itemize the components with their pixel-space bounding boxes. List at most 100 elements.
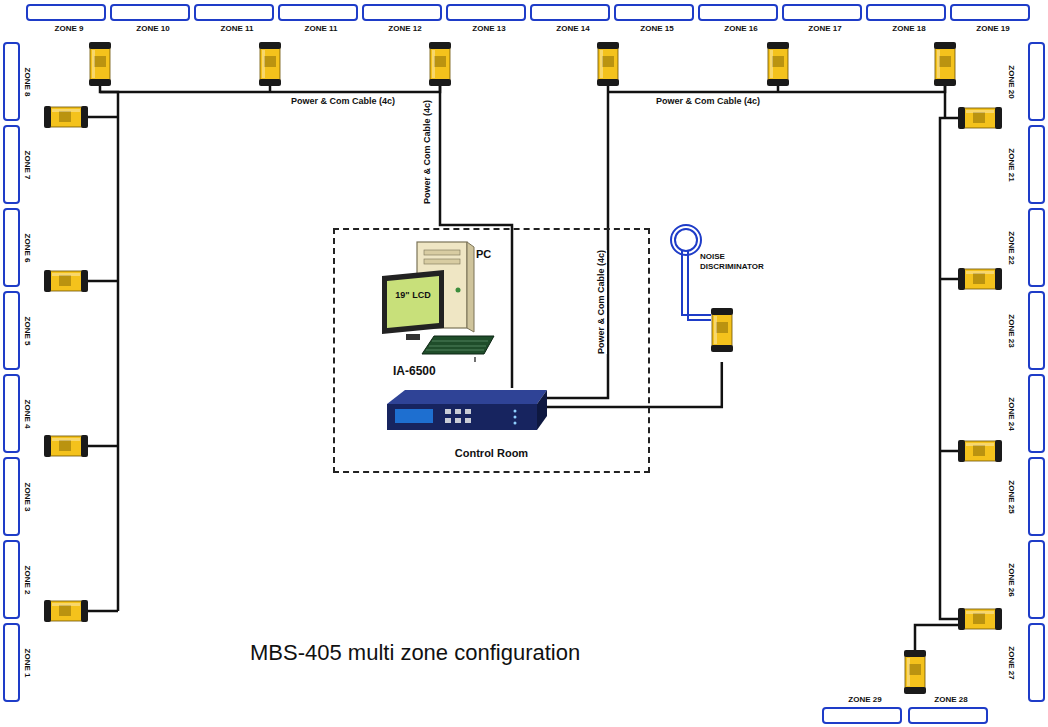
zone-segment: ZONE 10 xyxy=(108,2,198,42)
zone-fence xyxy=(950,4,1030,21)
zone-segment: ZONE 16 xyxy=(696,2,786,42)
noise-sensor-illustration xyxy=(662,220,792,362)
device-label: 19" LCD xyxy=(390,290,436,300)
zone-label: ZONE 28 xyxy=(906,695,996,704)
zone-label: ZONE 17 xyxy=(780,24,870,33)
cable-connector xyxy=(547,362,722,407)
zone-segment: ZONE 7 xyxy=(2,123,42,206)
cable-label: Power & Com Cable (4c) xyxy=(421,100,433,204)
zone-label: ZONE 1 xyxy=(23,648,32,677)
zone-fence xyxy=(782,4,862,21)
zone-segment: ZONE 17 xyxy=(780,2,870,42)
cable-label: Power & Com Cable (4c) xyxy=(655,96,761,106)
zone-segment: ZONE 14 xyxy=(528,2,618,42)
zone-fence xyxy=(3,125,20,204)
zone-fence xyxy=(1028,457,1045,536)
zone-label: ZONE 19 xyxy=(948,24,1038,33)
zone-fence xyxy=(1028,623,1045,702)
zone-label: ZONE 15 xyxy=(612,24,702,33)
zone-label: ZONE 29 xyxy=(820,695,910,704)
cable-label: Power & Com Cable (4c) xyxy=(595,250,607,354)
zone-segment: ZONE 5 xyxy=(2,289,42,372)
zone-label: ZONE 27 xyxy=(1007,646,1016,679)
zone-label: ZONE 11 xyxy=(192,24,282,33)
zone-segment: ZONE 8 xyxy=(2,40,42,123)
zone-label: ZONE 16 xyxy=(696,24,786,33)
zone-fence xyxy=(3,42,20,121)
zone-fence xyxy=(3,457,20,536)
zone-label: ZONE 22 xyxy=(1007,231,1016,264)
zone-label: ZONE 21 xyxy=(1007,148,1016,181)
zone-segment: ZONE 22 xyxy=(1004,206,1044,289)
zone-label: ZONE 5 xyxy=(23,316,32,345)
zone-segment: ZONE 9 xyxy=(24,2,114,42)
zone-label: ZONE 2 xyxy=(23,565,32,594)
zone-segment: ZONE 20 xyxy=(1004,40,1044,123)
zone-fence xyxy=(110,4,190,21)
zone-label: ZONE 7 xyxy=(23,150,32,179)
zone-segment: ZONE 28 xyxy=(906,694,996,726)
zone-label: ZONE 25 xyxy=(1007,480,1016,513)
zone-segment: ZONE 29 xyxy=(820,694,910,726)
zone-fence xyxy=(1028,125,1045,204)
zone-fence xyxy=(822,707,902,724)
room-title: Control Room xyxy=(335,447,648,459)
zone-fence xyxy=(278,4,358,21)
zone-fence xyxy=(1028,291,1045,370)
zone-fence xyxy=(1028,540,1045,619)
zone-fence xyxy=(908,707,988,724)
zone-segment: ZONE 13 xyxy=(444,2,534,42)
zone-segment: ZONE 2 xyxy=(2,538,42,621)
zone-segment: ZONE 6 xyxy=(2,206,42,289)
zone-fence xyxy=(26,4,106,21)
device-label: IA-6500 xyxy=(393,364,436,378)
zone-fence xyxy=(1028,208,1045,287)
zone-fence xyxy=(3,291,20,370)
zone-label: ZONE 6 xyxy=(23,233,32,262)
noise-discriminator: NOISE DISCRIMINATOR xyxy=(662,220,792,362)
zone-segment: ZONE 19 xyxy=(948,2,1038,42)
zone-fence xyxy=(446,4,526,21)
zone-label: ZONE 8 xyxy=(23,67,32,96)
zone-label: ZONE 4 xyxy=(23,399,32,428)
zone-label: ZONE 12 xyxy=(360,24,450,33)
pc-workstation: PC 19" LCD xyxy=(372,240,502,357)
device-label: NOISE DISCRIMINATOR xyxy=(700,252,790,272)
zone-label: ZONE 3 xyxy=(23,482,32,511)
zone-fence xyxy=(698,4,778,21)
zone-segment: ZONE 3 xyxy=(2,455,42,538)
zone-label: ZONE 9 xyxy=(24,24,114,33)
zone-segment: ZONE 25 xyxy=(1004,455,1044,538)
zone-label: ZONE 14 xyxy=(528,24,618,33)
zone-fence xyxy=(866,4,946,21)
zone-fence xyxy=(194,4,274,21)
zone-fence xyxy=(3,208,20,287)
zone-segment: ZONE 24 xyxy=(1004,372,1044,455)
zone-label: ZONE 11 xyxy=(276,24,366,33)
controller-unit: IA-6500 xyxy=(387,362,547,437)
zone-fence xyxy=(362,4,442,21)
zone-segment: ZONE 23 xyxy=(1004,289,1044,372)
zone-label: ZONE 10 xyxy=(108,24,198,33)
zone-fence xyxy=(530,4,610,21)
zone-segment: ZONE 27 xyxy=(1004,621,1044,704)
zone-segment: ZONE 18 xyxy=(864,2,954,42)
cable-connector xyxy=(475,357,476,362)
zone-segment: ZONE 1 xyxy=(2,621,42,704)
zone-fence xyxy=(3,623,20,702)
zone-label: ZONE 18 xyxy=(864,24,954,33)
zone-segment: ZONE 26 xyxy=(1004,538,1044,621)
device-label: PC xyxy=(476,248,491,260)
zone-label: ZONE 26 xyxy=(1007,563,1016,596)
zone-segment: ZONE 11 xyxy=(276,2,366,42)
zone-fence xyxy=(3,540,20,619)
zone-label: ZONE 24 xyxy=(1007,397,1016,430)
zone-fence xyxy=(3,374,20,453)
zone-label: ZONE 23 xyxy=(1007,314,1016,347)
zone-segment: ZONE 12 xyxy=(360,2,450,42)
cable-label: Power & Com Cable (4c) xyxy=(290,96,396,106)
zone-segment: ZONE 4 xyxy=(2,372,42,455)
zone-fence xyxy=(614,4,694,21)
